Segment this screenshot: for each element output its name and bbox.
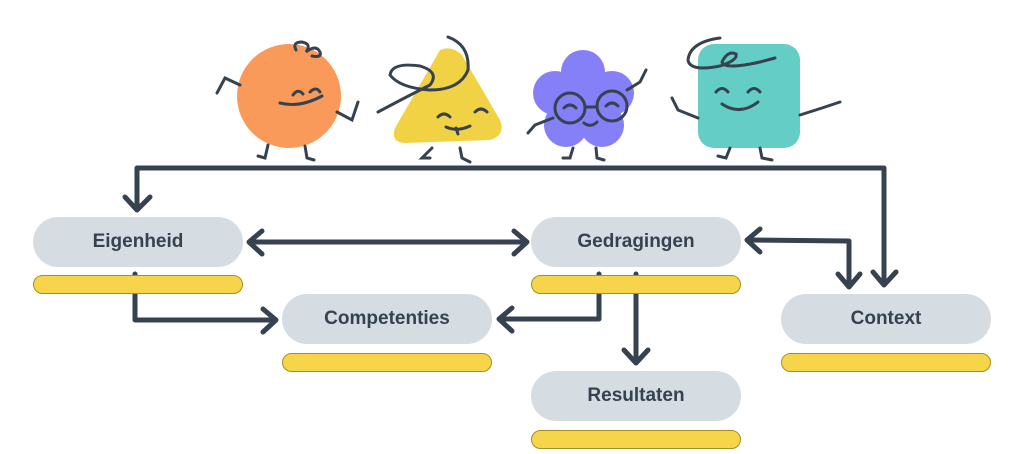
teal-square-character	[670, 36, 842, 162]
node-context: Context	[781, 294, 991, 344]
bar-resultaten	[531, 430, 741, 449]
arrowhead-to-context-right	[870, 269, 899, 288]
arrowhead-to-gedragingen-right	[744, 226, 763, 255]
arrowhead-to-competenties-left	[260, 306, 279, 335]
bar-eigenheid	[33, 275, 243, 294]
bar-context	[781, 353, 991, 372]
arrowhead-to-gedragingen	[511, 228, 530, 257]
purple-flower-character	[526, 50, 648, 162]
top-connector-line	[134, 165, 887, 285]
arrowhead-to-competenties-right	[496, 305, 515, 334]
edge-gedragingen-context	[745, 237, 852, 288]
node-gedragingen: Gedragingen	[531, 217, 741, 267]
arrowhead-to-eigenheid-left	[246, 228, 265, 257]
arrowhead-to-resultaten	[621, 347, 651, 366]
node-competenties: Competenties	[282, 294, 492, 344]
arrowhead-to-context-left	[835, 271, 863, 290]
arrowhead-to-eigenheid	[122, 194, 153, 213]
node-resultaten: Resultaten	[531, 371, 741, 421]
node-eigenheid: Eigenheid	[33, 217, 243, 267]
orange-circle-character	[215, 40, 360, 162]
bar-competenties	[282, 353, 492, 372]
yellow-triangle-character	[376, 35, 502, 164]
bar-gedragingen	[531, 275, 741, 294]
